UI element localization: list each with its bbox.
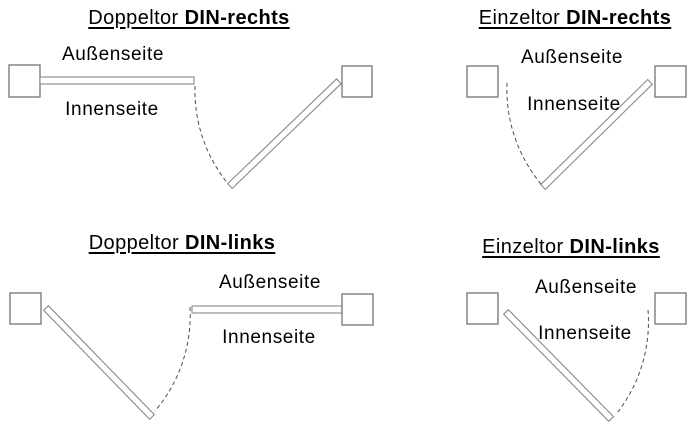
title-einzeltor-din-rechts: Einzeltor DIN-rechts xyxy=(479,7,672,31)
title-normal-part: Einzeltor xyxy=(478,7,567,29)
title-doppeltor-din-rechts: Doppeltor DIN-rechts xyxy=(88,7,289,31)
gate-post-left xyxy=(9,292,42,325)
diagram-einzeltor-din-rechts xyxy=(466,65,687,191)
gate-leaf-open xyxy=(42,304,156,421)
title-bold-part: DIN-links xyxy=(185,232,276,254)
inside-label: Innenseite xyxy=(538,323,632,344)
gate-post-left xyxy=(8,64,41,98)
gate-leaf-closed xyxy=(191,305,343,314)
title-einzeltor-din-links: Einzeltor DIN-links xyxy=(482,236,660,260)
diagram-einzeltor-din-links xyxy=(466,292,687,423)
gate-post-left xyxy=(466,292,499,325)
gate-leaf-open xyxy=(539,78,654,191)
gate-leaf-open xyxy=(502,308,615,423)
swing-arc xyxy=(194,85,230,186)
outside-label: Außenseite xyxy=(61,44,165,65)
title-bold-part: DIN-rechts xyxy=(566,7,672,29)
gate-post-right xyxy=(341,293,374,326)
inside-label: Innenseite xyxy=(527,94,621,115)
gate-post-right xyxy=(341,65,373,98)
inside-label: Innenseite xyxy=(65,99,159,120)
outside-label: Außenseite xyxy=(534,277,638,298)
outside-label: Außenseite xyxy=(218,272,322,293)
swing-arc xyxy=(154,306,191,412)
inside-label: Innenseite xyxy=(222,327,316,348)
diagram-doppeltor-din-rechts xyxy=(8,64,373,190)
title-normal-part: Einzeltor xyxy=(482,236,570,258)
diagram-doppeltor-din-links xyxy=(9,292,374,421)
title-bold-part: DIN-rechts xyxy=(184,7,290,29)
gate-post-left xyxy=(466,65,499,98)
gate-leaf-closed xyxy=(39,76,195,85)
title-bold-part: DIN-links xyxy=(569,236,660,258)
title-normal-part: Doppeltor xyxy=(88,232,185,254)
gate-post-right xyxy=(654,292,687,325)
title-normal-part: Doppeltor xyxy=(88,7,185,29)
swing-arc xyxy=(616,309,649,414)
outside-label: Außenseite xyxy=(520,47,624,68)
title-doppeltor-din-links: Doppeltor DIN-links xyxy=(89,232,276,256)
gate-post-right xyxy=(654,65,687,98)
gate-leaf-open xyxy=(226,78,342,190)
